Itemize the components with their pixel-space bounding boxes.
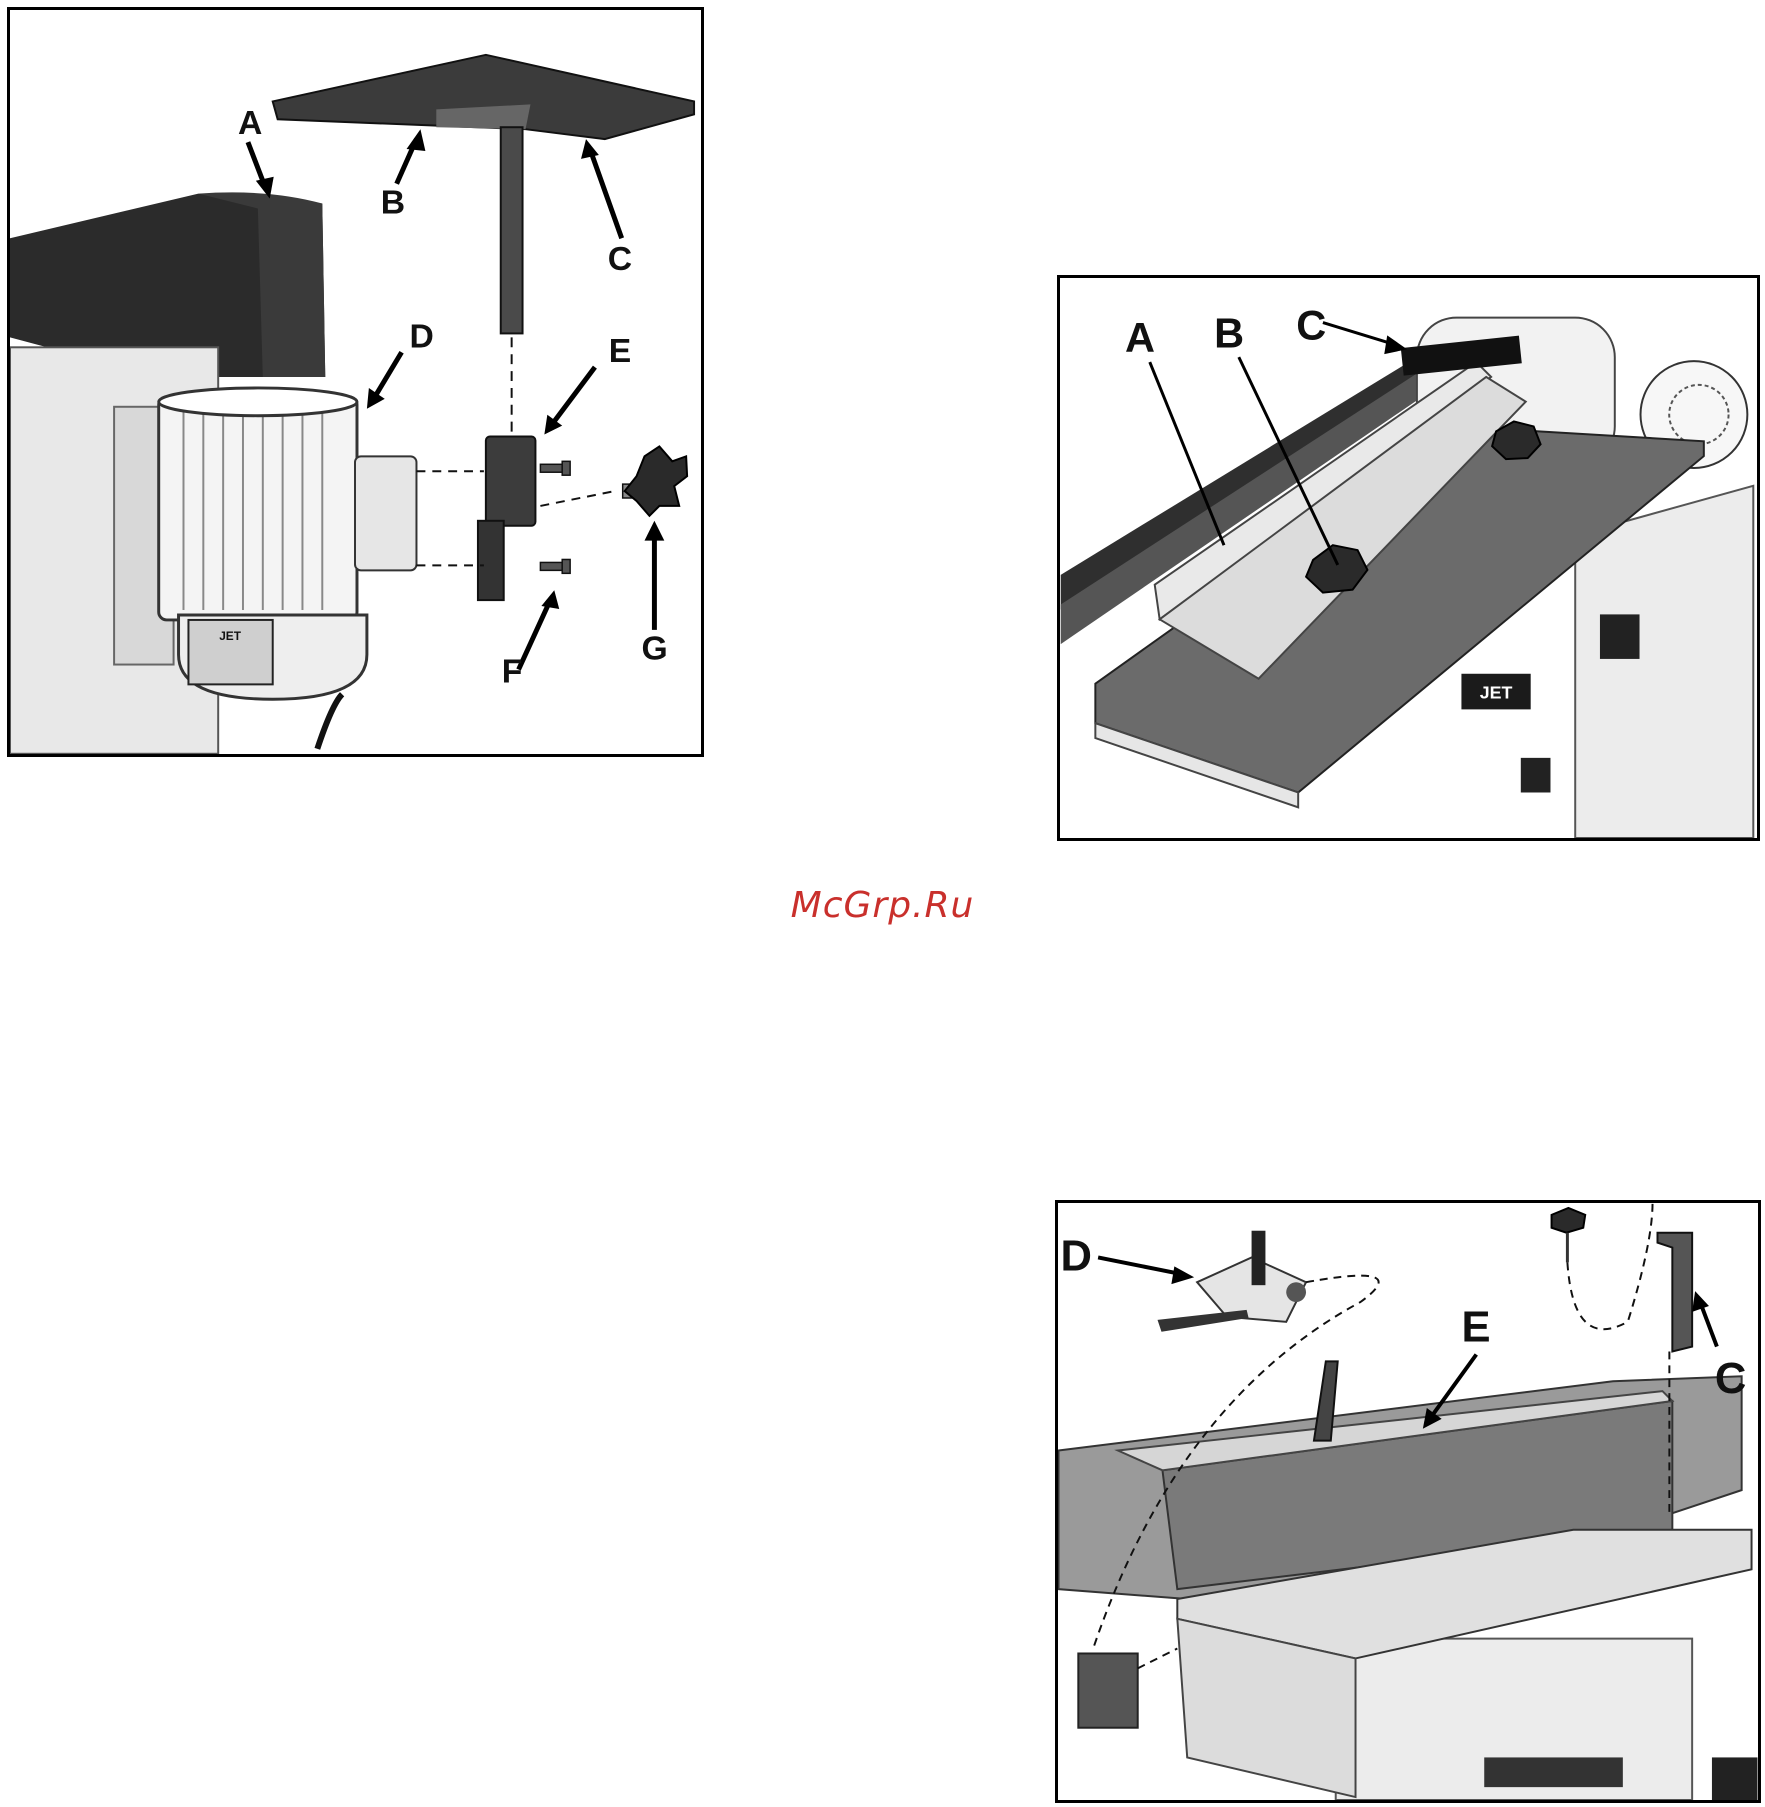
sleeve-plate [478, 521, 504, 600]
label-e: E [609, 332, 631, 370]
power-cord [317, 694, 342, 749]
figure-2-drawing: JET A B C [1060, 278, 1757, 838]
label-a: A [1125, 314, 1155, 361]
cabinet-plate [1484, 1757, 1623, 1787]
label-c: C [1715, 1355, 1746, 1403]
figure-3-drawing: D E C [1058, 1203, 1758, 1800]
lock-knob [623, 446, 687, 515]
upper-knob [1552, 1208, 1586, 1233]
motor-body [159, 397, 357, 620]
switch [1712, 1757, 1758, 1800]
label-g: G [642, 630, 668, 668]
label-a: A [238, 104, 262, 142]
label-d: D [1060, 1232, 1091, 1280]
label-b: B [1214, 309, 1244, 356]
figure-1-drawing: JET [10, 10, 701, 754]
label-c: C [1296, 301, 1326, 348]
end-block [1078, 1653, 1137, 1727]
figure-1-motor-table-assembly: JET [7, 7, 704, 757]
label-c: C [608, 240, 632, 278]
motor-plate-text: JET [219, 629, 242, 643]
mounting-sleeve [486, 437, 536, 526]
label-d: D [410, 317, 434, 355]
figure-3-platen-assembly: D E C [1055, 1200, 1761, 1803]
part-c-bracket [1657, 1233, 1692, 1352]
label-b: B [381, 183, 405, 221]
label-f: F [502, 652, 523, 690]
screws [540, 461, 570, 573]
jet-badge-text: JET [1480, 682, 1513, 702]
motor-top-rim [159, 388, 357, 416]
figure-2-table-fence: JET A B C [1057, 275, 1760, 841]
table-post [501, 127, 523, 333]
watermark: McGrp.Ru [0, 885, 1765, 926]
switch-2 [1521, 758, 1551, 793]
switch-box [1600, 614, 1640, 659]
label-e: E [1461, 1304, 1490, 1352]
motor-mount-block [355, 456, 416, 570]
